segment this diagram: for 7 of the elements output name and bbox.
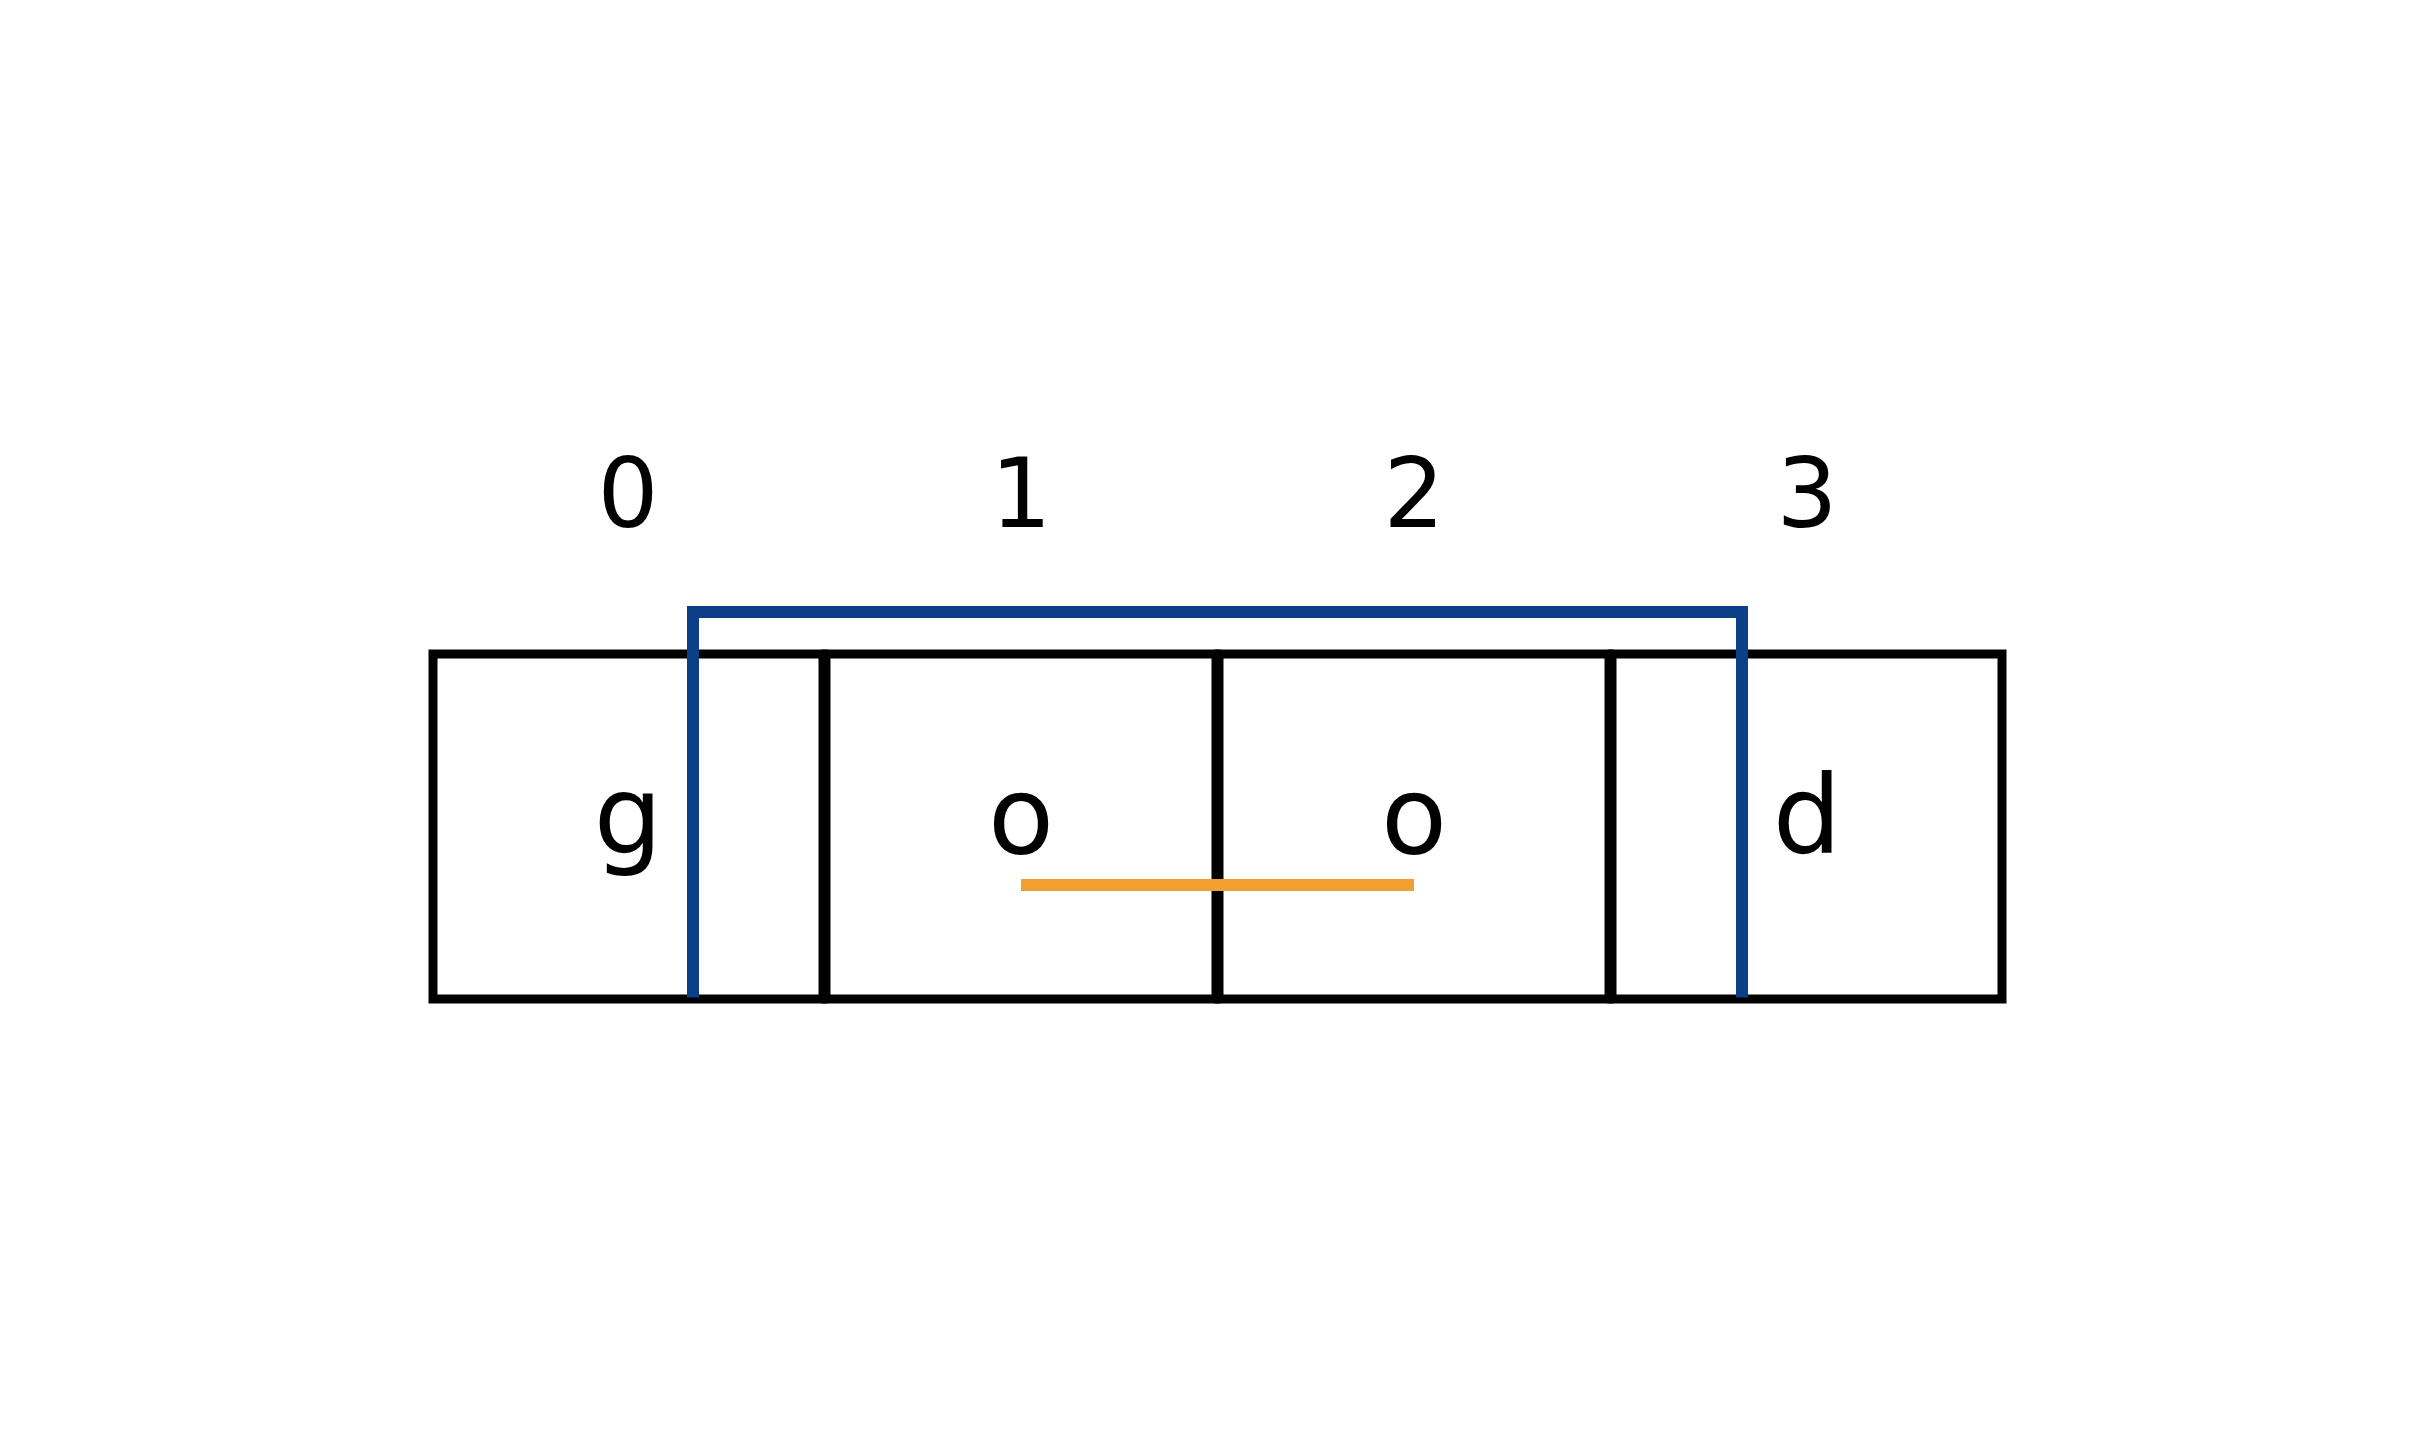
label: 0: [596, 437, 659, 550]
connector: [686, 606, 1748, 998]
label: 1: [989, 437, 1052, 550]
connector: [1020, 879, 1414, 891]
node-box: o: [1214, 649, 1613, 1004]
label: 2: [1382, 437, 1445, 550]
label: 3: [1775, 437, 1838, 550]
